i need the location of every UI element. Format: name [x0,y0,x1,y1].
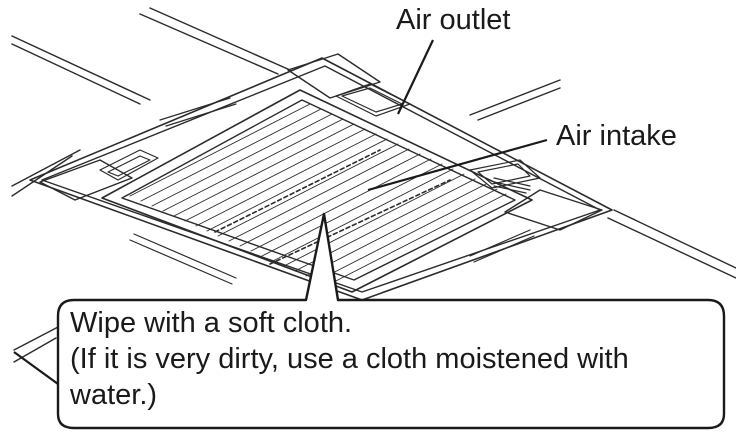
callout-line-1: Wipe with a soft cloth. [70,307,353,339]
callout-side-leader [13,351,59,385]
leader-lines [13,39,548,385]
callout-line-2: (If it is very dirty, use a cloth moiste… [70,343,629,375]
air-outlet-slots [99,83,541,285]
filter-dashes [214,149,451,265]
air-outlet-leader [397,39,434,115]
air-intake-leader [367,138,548,192]
callout-text: Wipe with a soft cloth. (If it is very d… [70,305,720,413]
air-outlet-label: Air outlet [396,4,511,36]
air-intake-label: Air intake [556,120,677,152]
air-intake-grille [101,89,533,293]
callout-bubble [56,212,726,430]
grille-slats [129,103,507,286]
callout-line-3: water.) [70,379,158,411]
